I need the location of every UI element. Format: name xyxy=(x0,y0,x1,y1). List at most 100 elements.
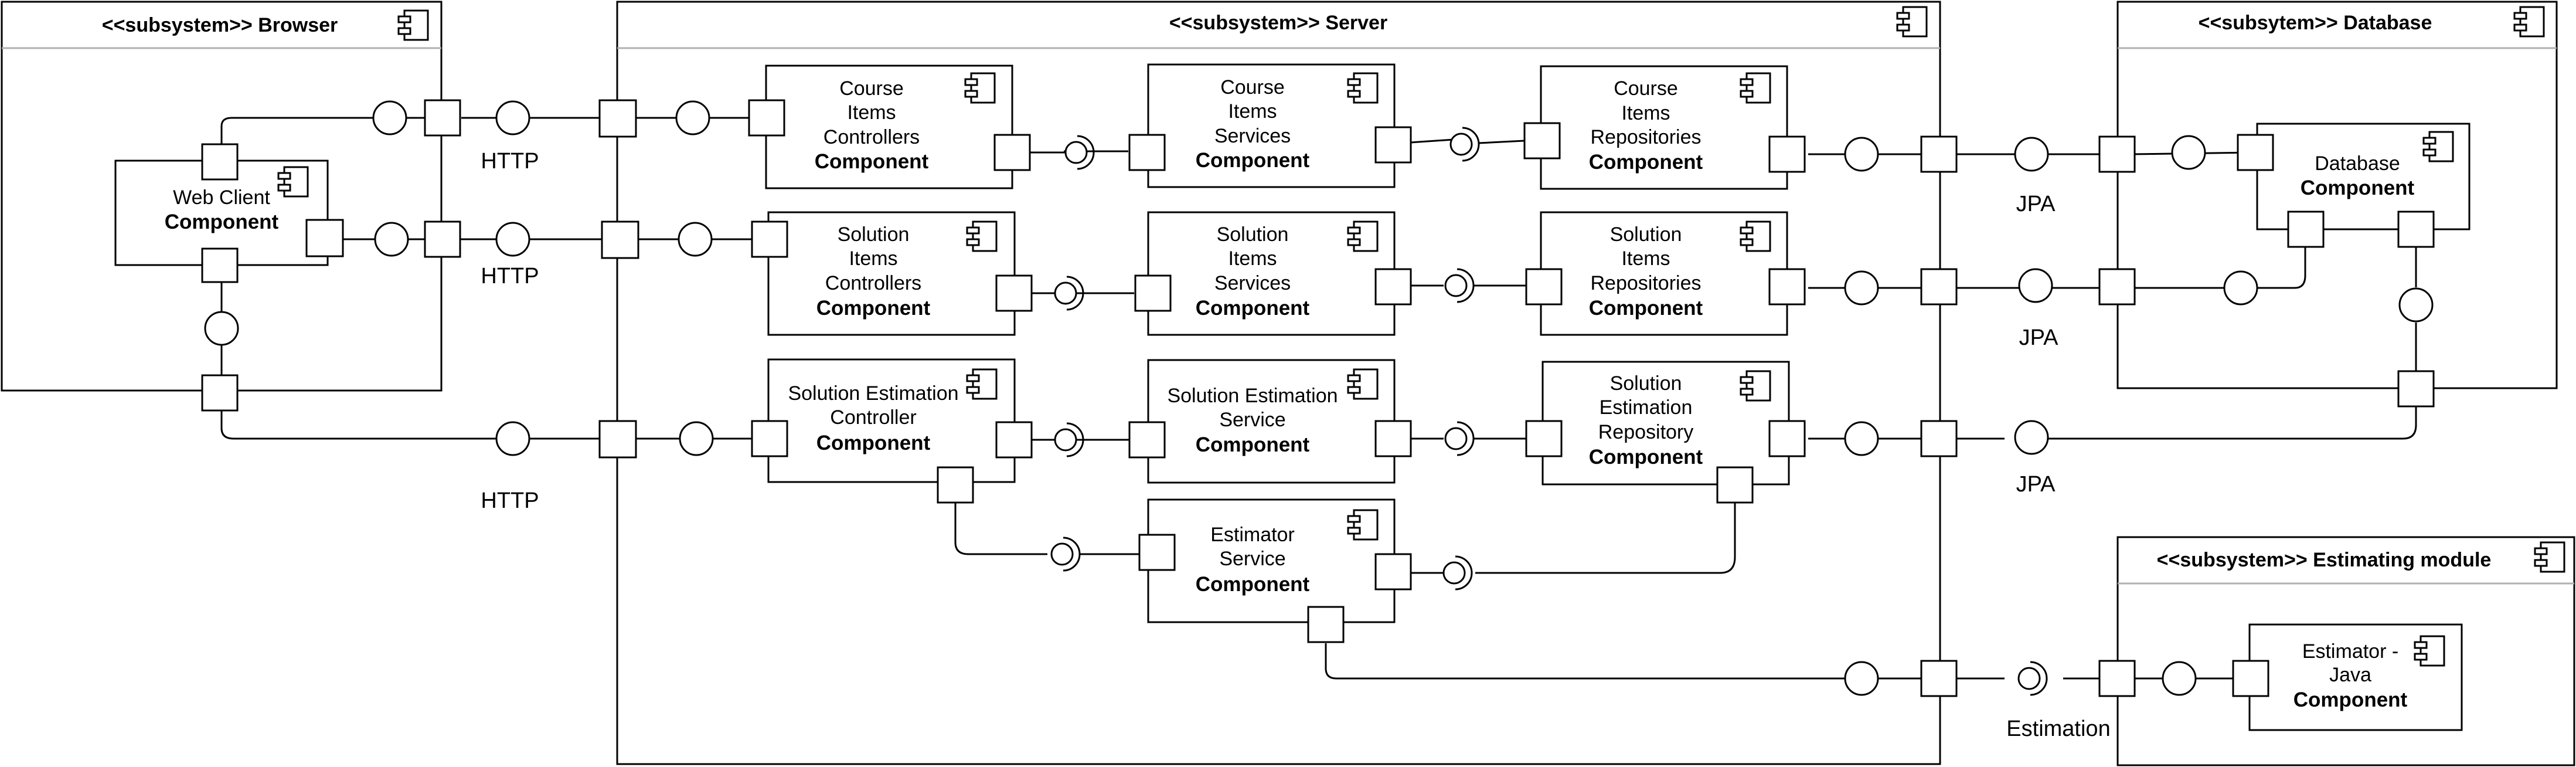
port xyxy=(1525,268,1563,306)
component-course-items-repositories: Course Items Repositories Component xyxy=(1540,65,1788,190)
interface-circle xyxy=(2398,287,2434,323)
port xyxy=(2237,134,2274,171)
solution-items-services-line-1: Solution xyxy=(1217,223,1289,246)
estimator-service-line-2: Service xyxy=(1219,548,1285,570)
estimator-java-line-1: Estimator - xyxy=(2302,640,2398,663)
connector-labels: HTTP HTTP HTTP JPA JPA JPA Estimation xyxy=(481,149,2110,741)
port xyxy=(201,374,239,412)
component-icon xyxy=(1740,72,1771,104)
interface-circle xyxy=(2014,137,2049,172)
interface-circle xyxy=(495,421,530,456)
subsystem-database-title: <<subsytem>> Database xyxy=(2199,12,2432,34)
solution-items-controllers-line-1: Solution xyxy=(838,223,910,246)
port xyxy=(1374,126,1412,164)
port xyxy=(748,99,785,137)
database-name: Database xyxy=(2315,152,2400,175)
port xyxy=(995,274,1033,312)
port xyxy=(1307,606,1345,643)
course-items-services-line-3: Services xyxy=(1214,125,1291,147)
interface-circle xyxy=(374,222,409,257)
port xyxy=(305,219,344,257)
label-http-1: HTTP xyxy=(481,149,539,174)
component-icon xyxy=(2534,541,2565,573)
port xyxy=(1920,135,1958,173)
subsystem-estimating-title: <<subsystem>> Estimating module xyxy=(2157,549,2492,571)
component-icon xyxy=(2422,131,2454,162)
interface-circle xyxy=(678,222,713,257)
interface-circle xyxy=(2223,270,2258,306)
component-solution-estimation-controller: Solution Estimation Controller Component xyxy=(767,358,1016,483)
component-icon xyxy=(397,9,429,41)
interface-circle xyxy=(2171,135,2206,170)
port xyxy=(2397,211,2435,248)
component-icon xyxy=(966,220,998,252)
interface-circle xyxy=(675,100,710,135)
component-icon xyxy=(1347,220,1379,252)
course-items-controllers-stereotype: Component xyxy=(815,150,929,173)
port xyxy=(1128,134,1166,171)
port xyxy=(1920,660,1958,697)
component-icon xyxy=(1347,72,1379,104)
course-items-services-stereotype: Component xyxy=(1196,149,1310,172)
solution-items-services-line-3: Services xyxy=(1214,272,1291,294)
course-items-services-line-1: Course xyxy=(1220,76,1285,99)
solution-estimation-controller-line-1: Solution Estimation xyxy=(788,382,958,405)
port xyxy=(1768,268,1806,306)
solution-estimation-repository-line-1: Solution xyxy=(1610,372,1682,395)
port xyxy=(201,247,239,283)
port xyxy=(751,420,788,457)
estimator-java-line-2: Java xyxy=(2329,664,2371,686)
component-icon xyxy=(964,72,996,104)
solution-estimation-repository-line-2: Estimation xyxy=(1600,396,1693,419)
component-icon xyxy=(1896,6,1928,38)
solution-items-repositories-stereotype: Component xyxy=(1589,297,1703,320)
component-icon xyxy=(277,166,309,198)
port xyxy=(2098,135,2136,173)
estimator-service-line-1: Estimator xyxy=(1210,524,1295,546)
component-icon xyxy=(2414,635,2445,667)
component-icon xyxy=(1740,370,1771,402)
port xyxy=(1374,420,1412,457)
component-solution-items-services: Solution Items Services Component xyxy=(1147,211,1396,336)
port xyxy=(1920,420,1958,457)
course-items-repositories-line-1: Course xyxy=(1614,77,1678,100)
interface-circle xyxy=(495,100,530,135)
web-client-name: Web Client xyxy=(173,186,270,209)
port xyxy=(751,220,788,258)
port xyxy=(995,421,1033,459)
interface-circle xyxy=(1844,421,1879,456)
port xyxy=(1920,268,1958,306)
course-items-repositories-line-3: Repositories xyxy=(1591,126,1702,148)
port xyxy=(1138,534,1176,571)
provided-interfaces xyxy=(204,100,2434,696)
solution-estimation-service-line-2: Service xyxy=(1219,409,1285,431)
port xyxy=(1525,420,1563,457)
web-client-stereotype: Component xyxy=(165,211,279,233)
port xyxy=(1128,421,1166,459)
interface-circle xyxy=(679,421,714,456)
port xyxy=(424,220,461,258)
port xyxy=(424,99,461,137)
course-items-repositories-stereotype: Component xyxy=(1589,151,1703,174)
course-items-controllers-line-1: Course xyxy=(839,77,904,100)
database-stereotype: Component xyxy=(2301,177,2415,199)
label-http-3: HTTP xyxy=(481,488,539,513)
interface-circle xyxy=(1844,137,1879,172)
port xyxy=(1523,122,1561,159)
port xyxy=(598,99,637,138)
component-solution-estimation-service: Solution Estimation Service Component xyxy=(1147,359,1396,484)
component-icon xyxy=(966,368,998,400)
port xyxy=(937,466,974,504)
port xyxy=(1134,274,1172,312)
label-jpa-3: JPA xyxy=(2016,472,2056,497)
interface-circle xyxy=(1844,661,1879,696)
port xyxy=(1768,420,1806,457)
port xyxy=(2287,211,2325,248)
solution-items-controllers-line-3: Controllers xyxy=(825,272,921,294)
solution-items-services-stereotype: Component xyxy=(1196,297,1310,320)
estimator-java-stereotype: Component xyxy=(2293,688,2408,711)
course-items-repositories-line-2: Items xyxy=(1621,102,1670,124)
component-solution-items-repositories: Solution Items Repositories Component xyxy=(1540,211,1788,336)
solution-items-repositories-line-3: Repositories xyxy=(1591,272,1702,294)
